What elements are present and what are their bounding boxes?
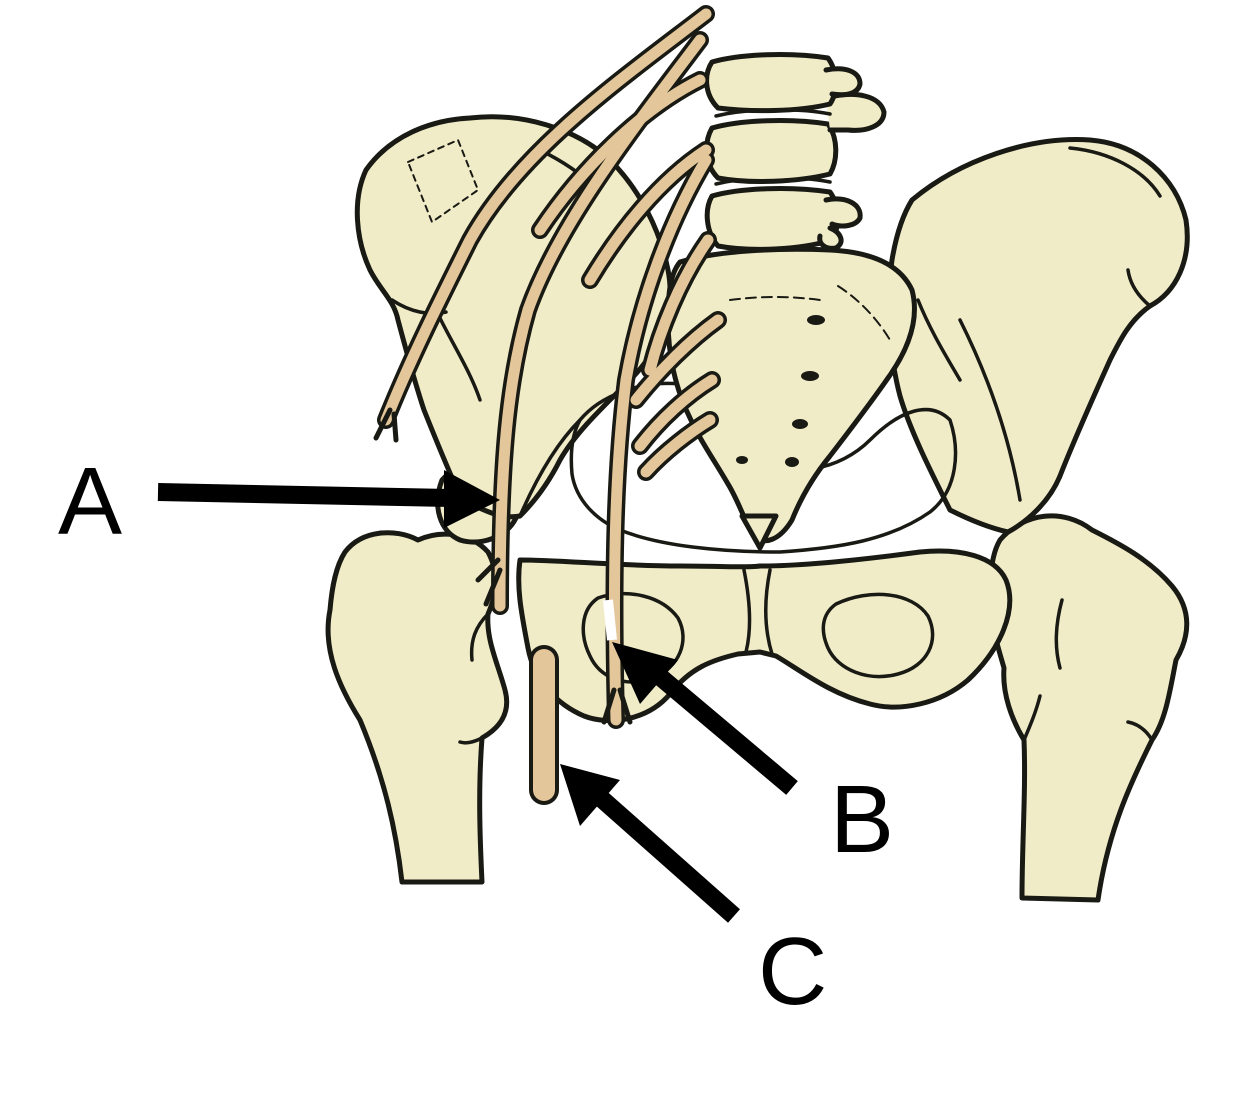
right-ilium	[886, 137, 1190, 535]
label-b: B	[830, 766, 894, 873]
nerves	[373, 5, 727, 805]
nerve-branch-2	[584, 144, 712, 286]
nerve-sacral-3	[640, 414, 716, 478]
right-femur	[986, 513, 1190, 903]
arrow-b	[612, 642, 798, 795]
nerve-branch-1	[534, 74, 706, 236]
nerve-obturator	[608, 154, 712, 726]
nerve-sacral-1	[630, 314, 724, 406]
sacrum	[665, 246, 917, 551]
label-c: C	[758, 918, 827, 1025]
left-femur	[325, 461, 523, 885]
nerve-lateral-femoral-cutaneous	[380, 8, 712, 426]
label-a: A	[58, 448, 122, 555]
arrow-a	[157, 470, 500, 528]
nerve-sacral-2	[634, 374, 718, 452]
nerve-branch-3	[644, 234, 714, 376]
lumbar-vertebrae	[704, 52, 887, 252]
lower-pelvis	[516, 548, 1013, 724]
arrow-c	[560, 764, 740, 923]
